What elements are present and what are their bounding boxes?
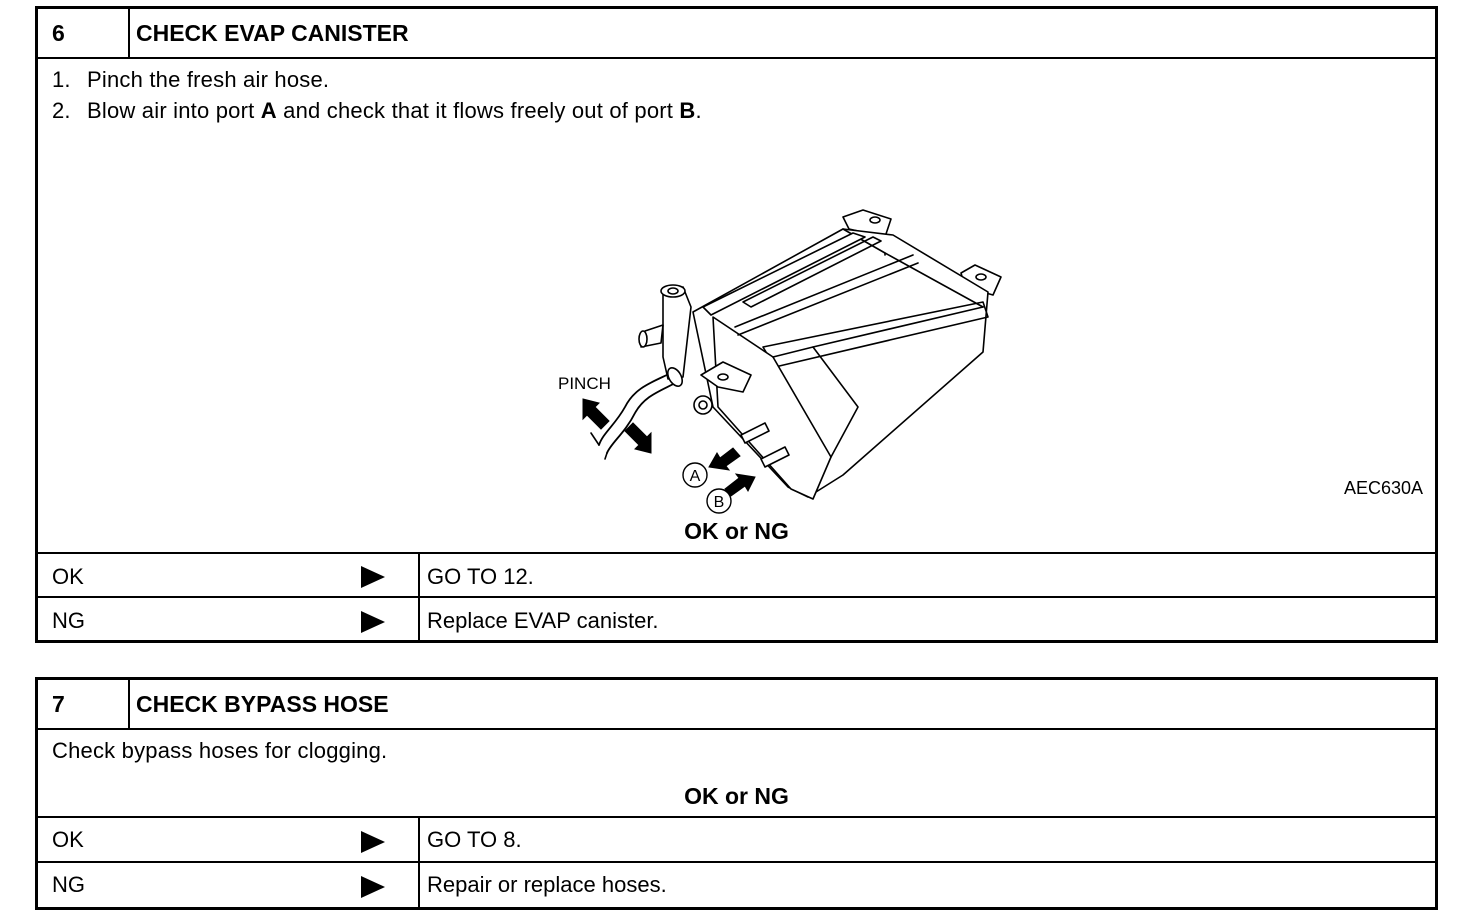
valve-body [662,286,692,380]
result-label: OK [52,564,84,589]
result-action: GO TO 12. [427,564,534,589]
port-a-arrow [708,447,741,471]
port-a-nozzle [740,422,770,444]
step-7-result-ng: NG Repair or replace hoses. [38,863,1435,907]
instruction-text: and check that it flows freely out of po… [276,98,680,123]
instruction-text: Blow air into port [87,98,261,123]
step-7-table: 7 CHECK BYPASS HOSE Check bypass hoses f… [35,677,1438,910]
instruction-text: . [695,98,702,123]
step-7-header: 7 CHECK BYPASS HOSE [38,680,1435,730]
step-6-result-ng: NG Replace EVAP canister. [38,598,1435,643]
port-reference: A [260,98,277,123]
port-a-marker [682,462,708,488]
step-6-body: 1. Pinch the fresh air hose. 2. Blow air i… [38,59,1435,554]
fresh-air-hose [598,371,674,446]
right-triangle-arrow-icon [361,611,385,633]
result-divider [418,863,420,907]
result-label: NG [52,872,85,897]
port-a-label: A [690,468,701,485]
port-b-nozzle [760,446,790,468]
step-6-table: 6 CHECK EVAP CANISTER 1. Pinch the fresh … [35,6,1438,643]
result-label: NG [52,608,85,633]
right-triangle-arrow-icon [361,831,385,853]
mounting-bolt [693,395,713,415]
instruction-number: 2. [52,98,71,123]
result-action: GO TO 8. [427,827,522,852]
result-action: Repair or replace hoses. [427,872,667,897]
port-b-marker [706,488,732,514]
step-7-number: 7 [38,680,130,728]
result-divider [418,818,420,861]
step-7-result-ok: OK GO TO 8. [38,818,1435,863]
right-triangle-arrow-icon [361,566,385,588]
instruction-number: 1. [52,67,71,92]
pinch-arrow-1 [582,398,610,430]
step-6-ok-or-ng: OK or NG [684,518,789,544]
step-7-ok-or-ng: OK or NG [684,783,789,809]
result-divider [418,554,420,596]
result-label: OK [52,827,84,852]
figure-id: AEC630A [1343,478,1423,498]
evap-canister-figure: PINCH A B [558,209,1002,514]
port-b-label: B [714,494,725,511]
port-b-arrow [724,473,756,497]
step-6-instruction-2: 2. Blow air into port A and check that it… [52,98,702,124]
result-action: Replace EVAP canister. [427,608,659,633]
step-6-instruction-1: 1. Pinch the fresh air hose. [52,67,329,93]
step-7-body: Check bypass hoses for clogging. OK or N… [38,730,1435,818]
step-6-number: 6 [38,9,130,57]
step-7-title: CHECK BYPASS HOSE [136,691,389,717]
step-6-result-ok: OK GO TO 12. [38,554,1435,598]
instruction-text: Pinch the fresh air hose. [87,67,330,92]
step-6-title: CHECK EVAP CANISTER [136,20,409,46]
port-reference: B [679,98,696,123]
pinch-arrow-2 [624,422,652,454]
pinch-label: PINCH [558,374,611,393]
result-divider [418,598,420,643]
right-triangle-arrow-icon [361,876,385,898]
step-6-header: 6 CHECK EVAP CANISTER [38,9,1435,59]
step-7-instruction: Check bypass hoses for clogging. [52,738,388,763]
